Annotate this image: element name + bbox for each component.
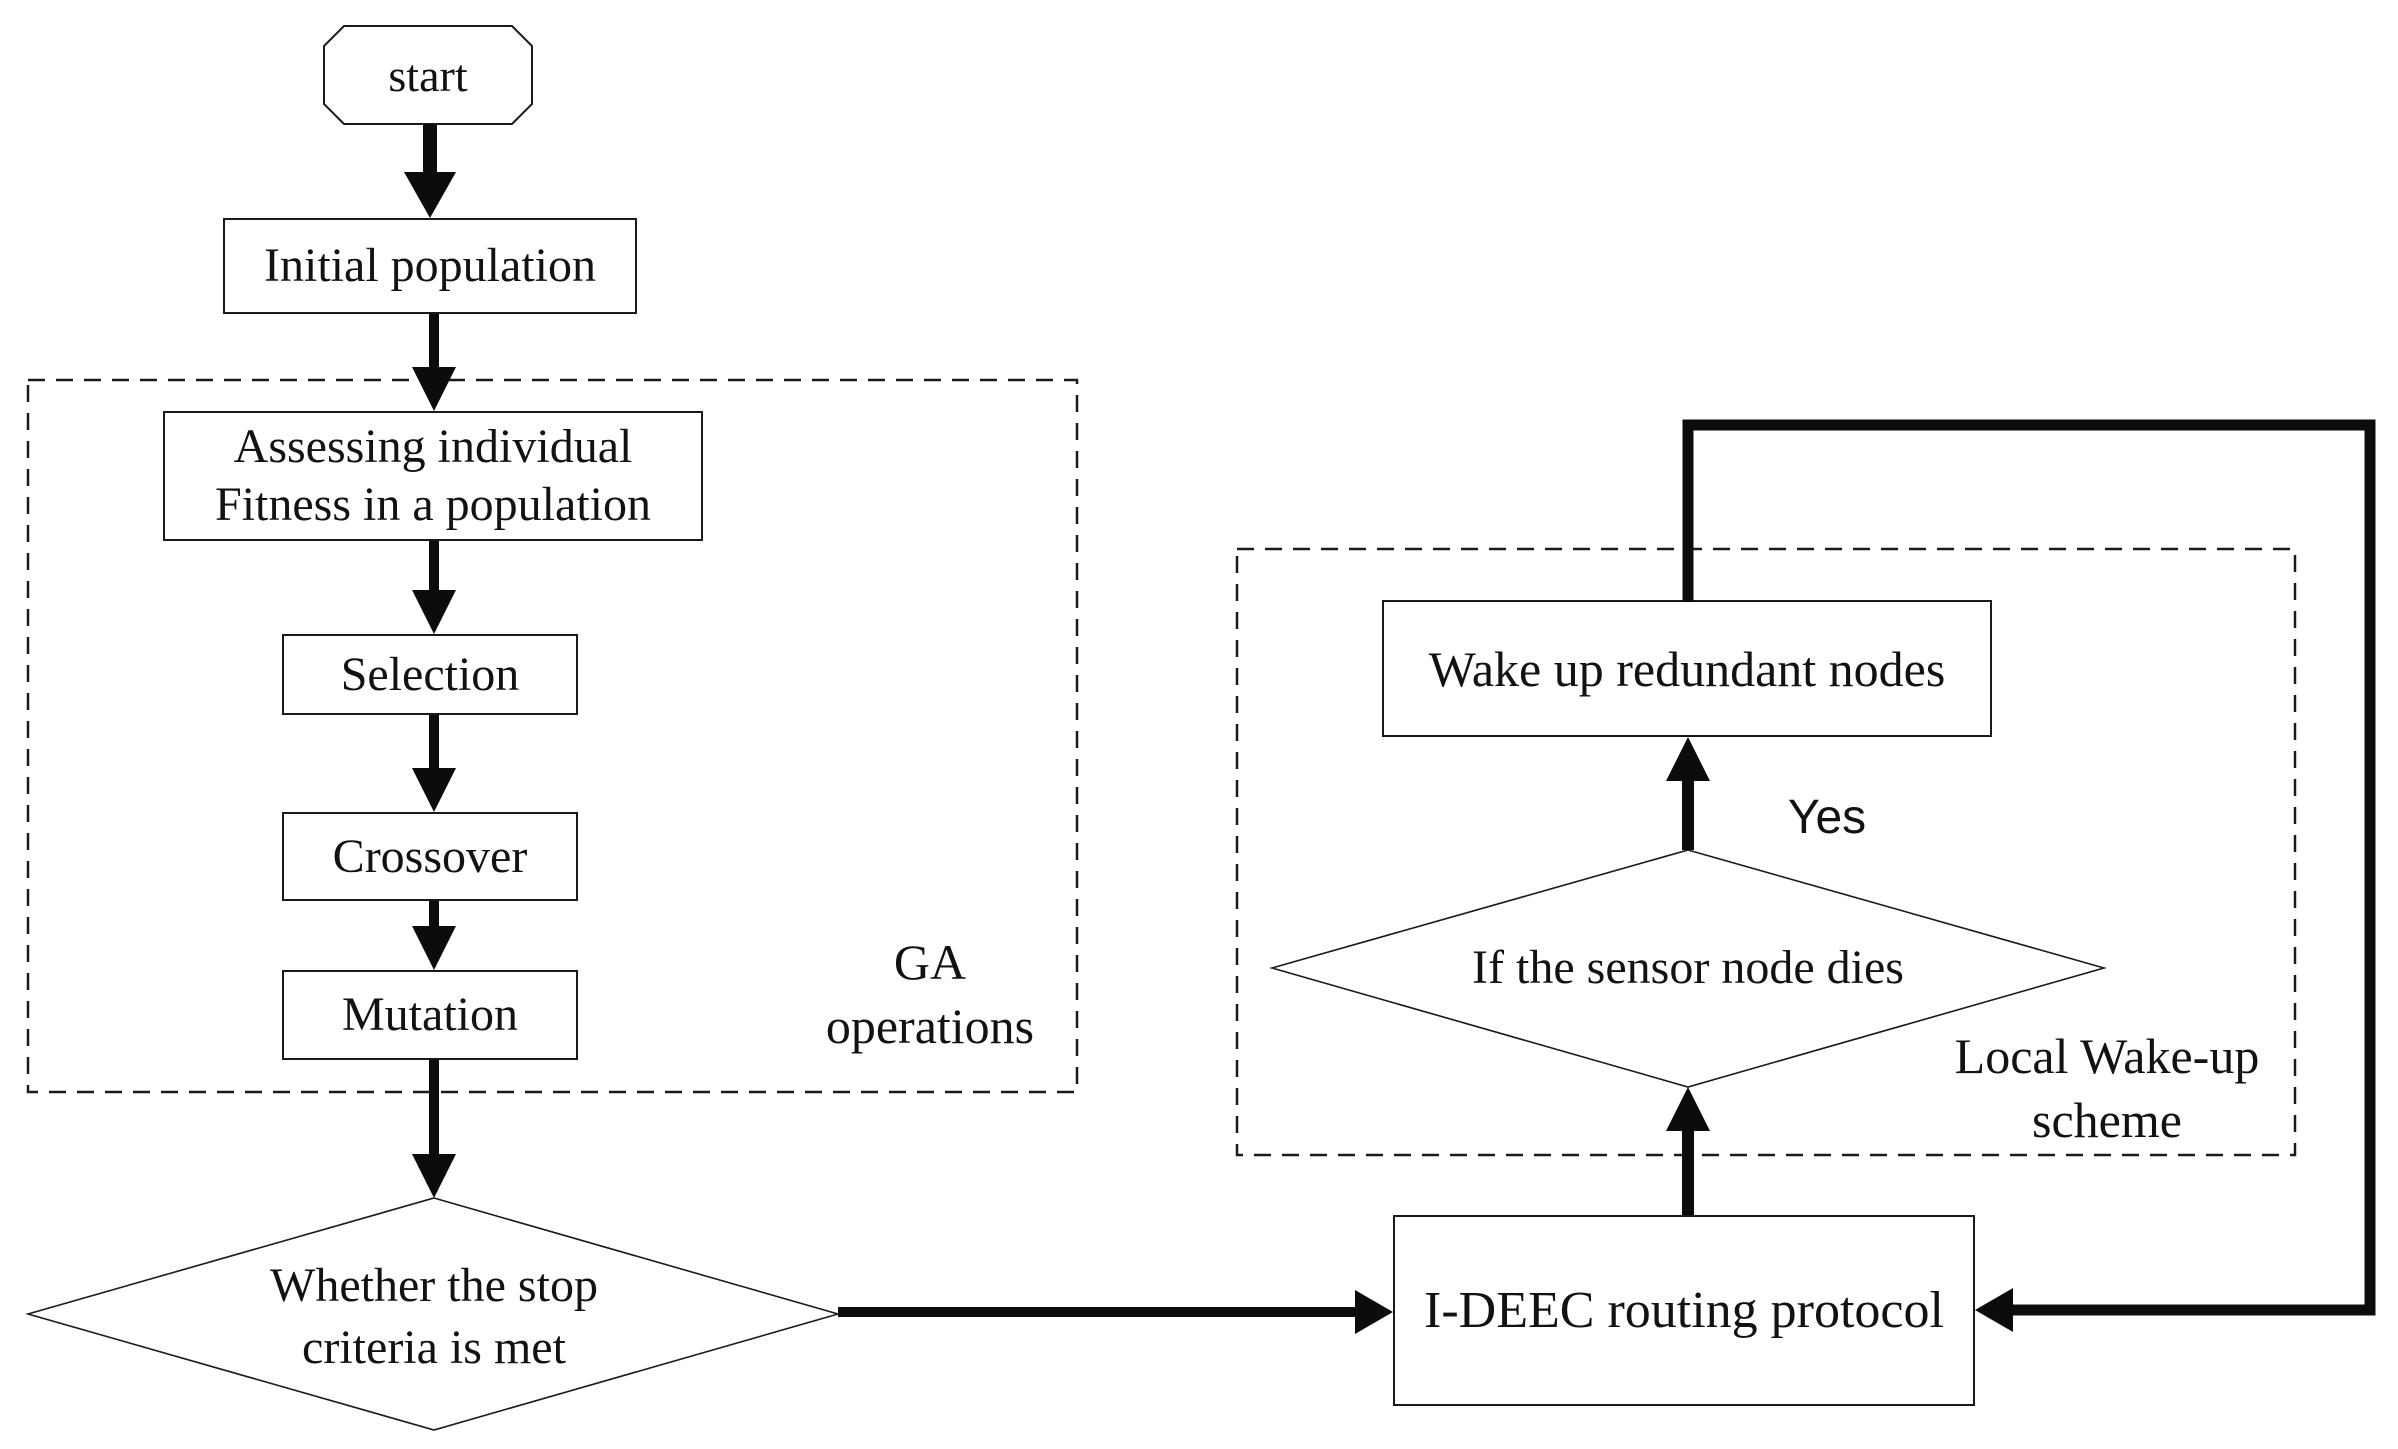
ga-operations-group-box (26, 378, 1079, 1094)
initial-population-label: Initial population (264, 239, 596, 292)
local-wakeup-label-line1: Local Wake-up (1954, 1028, 2260, 1084)
ga-operations-label-line2: operations (825, 998, 1035, 1054)
node-crossover: Crossover (282, 812, 578, 901)
start-label: start (388, 50, 468, 101)
node-assessing-fitness: Assessing individual Fitness in a popula… (163, 411, 703, 541)
start-terminator-shape (323, 25, 533, 125)
stop-criteria-label-line2: criteria is met (302, 1321, 566, 1374)
stop-criteria-label-line1: Whether the stop (270, 1259, 598, 1312)
node-mutation: Mutation (282, 970, 578, 1060)
node-ideec-protocol: I-DEEC routing protocol (1393, 1215, 1975, 1406)
yes-edge-label: Yes (1787, 791, 1867, 844)
ideec-protocol-label: I-DEEC routing protocol (1424, 1281, 1944, 1339)
sensor-dies-label: If the sensor node dies (1472, 941, 1904, 994)
assessing-fitness-label-line2: Fitness in a population (215, 478, 651, 531)
node-wake-up-redundant: Wake up redundant nodes (1382, 600, 1992, 737)
node-initial-population: Initial population (223, 218, 637, 314)
stop-criteria-diamond-shape (25, 1197, 841, 1431)
node-selection: Selection (282, 634, 578, 715)
ga-operations-label-line1: GA (893, 934, 967, 990)
wake-up-redundant-label: Wake up redundant nodes (1428, 640, 1946, 697)
assessing-fitness-label-line1: Assessing individual (233, 420, 633, 473)
mutation-label: Mutation (342, 988, 518, 1041)
selection-label: Selection (340, 647, 520, 701)
local-wakeup-label-line2: scheme (2032, 1092, 2182, 1148)
crossover-label: Crossover (332, 829, 528, 883)
